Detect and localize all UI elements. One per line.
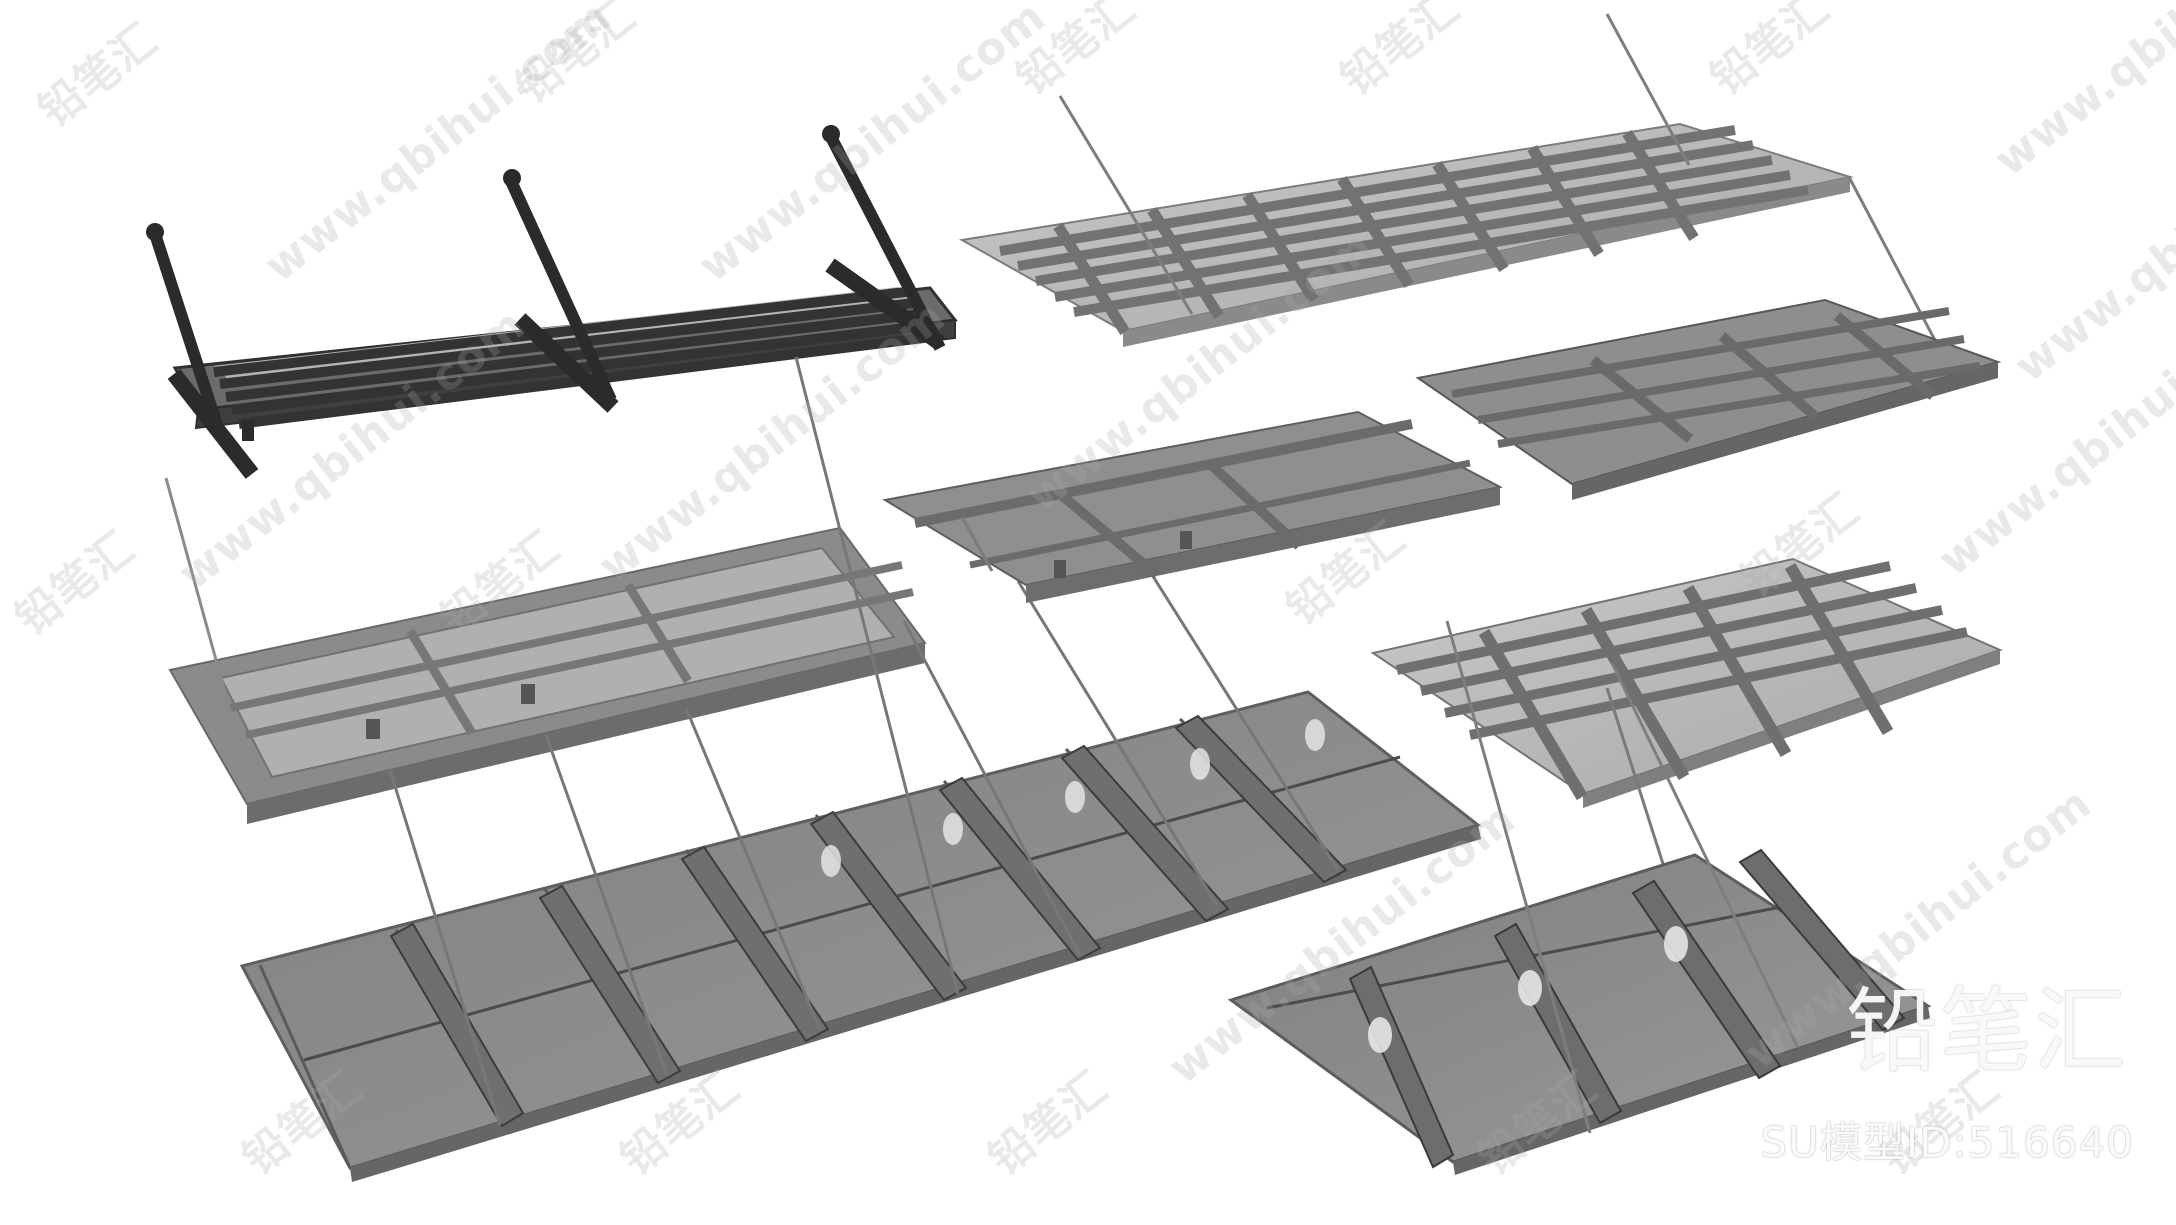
grid-canopy-lower-right [1370, 557, 2003, 934]
wide-grid-canopy-top-right [959, 13, 1940, 347]
dark-canopy-top-left [146, 125, 958, 479]
large-glass-canopy-bottom-left [239, 356, 1482, 1182]
framed-canopy-mid-left [164, 477, 927, 824]
canopy-rib-holes [821, 719, 1325, 877]
glass-canopy-bottom-right [1227, 620, 1932, 1175]
glass-canopy-middle-center [882, 410, 1503, 603]
brand-logo-text: 铅笔汇 [1845, 978, 2128, 1085]
stacked-glass-canopy-mid-right [1415, 298, 2002, 500]
model-id-label: SU模型ID:516640 [1760, 1118, 2134, 1167]
